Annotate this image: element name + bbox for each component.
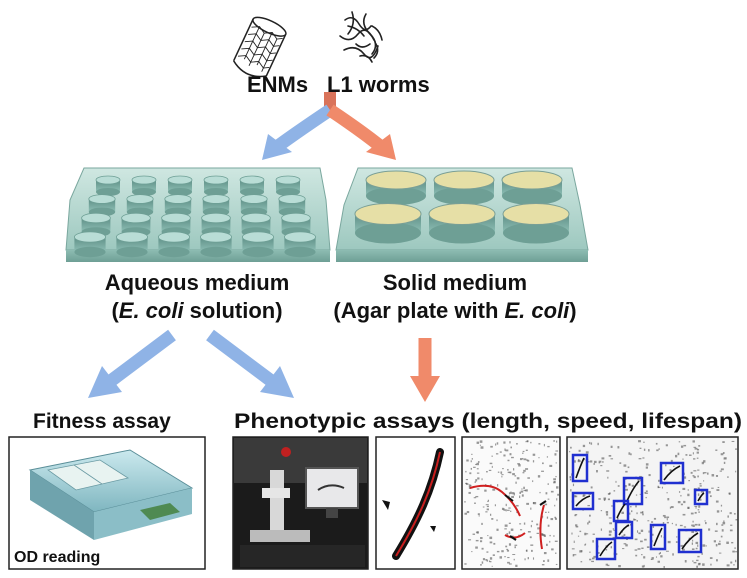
detection-box (571, 491, 595, 511)
plate-reader-icon (28, 449, 194, 540)
detection-box (622, 476, 644, 506)
arrow-to-aqueous (274, 104, 334, 152)
microscope-photo-icon (234, 438, 367, 567)
aqueous-medium-subtitle: (E. coli solution) (111, 298, 282, 323)
plate-reader-panel: OD reading (8, 436, 206, 570)
detection-box (649, 523, 667, 551)
worm-segmentation-icon (382, 448, 444, 560)
well (241, 231, 274, 258)
detection-box (614, 520, 634, 540)
arrow-to-fitness (108, 329, 176, 386)
worm-tracking-icon (464, 440, 561, 567)
well (157, 231, 190, 258)
microscope-photo-panel (232, 436, 369, 570)
worm-detection-panel (566, 436, 739, 570)
detection-box (595, 537, 617, 561)
detection-box (571, 453, 589, 483)
worm-detection-icon (569, 440, 738, 569)
detection-box (677, 528, 703, 554)
agar-well (433, 170, 495, 205)
aqueous-medium-title: Aqueous medium (105, 270, 290, 295)
well (278, 194, 306, 217)
arrow-to-solid (326, 104, 385, 152)
well (167, 175, 193, 196)
well (275, 175, 301, 196)
worm-cluster-icon (339, 11, 383, 63)
od-reading-label: OD reading (14, 549, 100, 566)
phenotypic-assays-label: Phenotypic assays (length, speed, lifesp… (234, 410, 742, 433)
agar-well (501, 170, 563, 205)
well (239, 175, 265, 196)
well (203, 175, 229, 196)
l1-worms-label: L1 worms (327, 72, 430, 97)
well (199, 231, 232, 258)
agar-well (428, 203, 496, 244)
well (131, 175, 157, 196)
enms-label: ENMs (247, 72, 308, 97)
solid-medium-subtitle: (Agar plate with E. coli) (333, 298, 576, 323)
agar-well (354, 203, 422, 244)
well (74, 231, 107, 258)
detection-box (693, 488, 709, 506)
nanotube-icon (232, 16, 287, 78)
well (283, 231, 316, 258)
worm-segmentation-panel (375, 436, 456, 570)
worm-tracking-panel (461, 436, 561, 570)
agar-well (502, 203, 570, 244)
well (95, 175, 121, 196)
well (116, 231, 149, 258)
solid-medium-title: Solid medium (383, 270, 527, 295)
agar-well (365, 170, 427, 205)
well-plate-24-icon (65, 167, 331, 262)
fitness-assay-label: Fitness assay (33, 410, 171, 433)
arrow-to-phenotypic-from-aqueous (206, 329, 274, 386)
well-plate-6-icon (335, 167, 589, 262)
detection-box (659, 461, 685, 485)
